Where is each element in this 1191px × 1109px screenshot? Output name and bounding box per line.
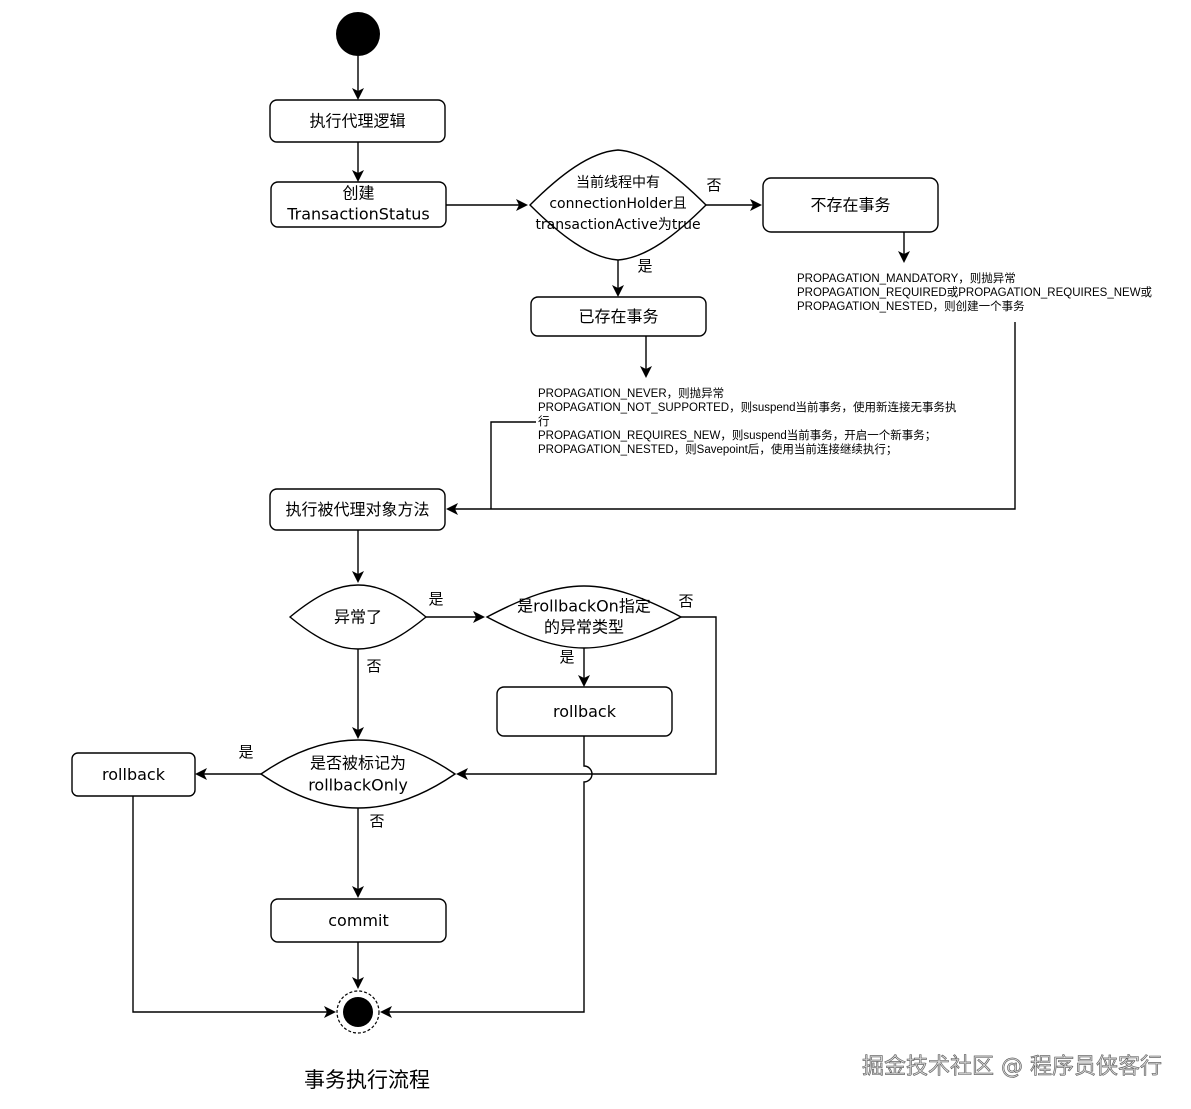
existing-check-label-line3: transactionActive为true	[535, 217, 700, 233]
edge-label-rollback-on-yes: 是	[559, 648, 574, 666]
rollback-right-node: rollback	[496, 686, 673, 737]
existing-check-label-line1: 当前线程中有	[576, 174, 660, 191]
edge-no-transaction-note-to-invoke	[446, 322, 1016, 515]
no-transaction-label: 不存在事务	[810, 196, 890, 215]
execute-proxy-logic-label: 执行代理逻辑	[309, 112, 405, 131]
rollback-left-node: rollback	[71, 752, 196, 797]
rollback-right-label: rollback	[553, 702, 617, 721]
exception-decision-label: 异常了	[334, 608, 382, 627]
commit-label: commit	[328, 911, 388, 930]
rollback-on-label-line2: 的异常类型	[544, 618, 624, 637]
rollback-on-decision: 是rollbackOn指定 的异常类型	[485, 585, 683, 649]
execute-proxy-logic-node: 执行代理逻辑	[269, 99, 446, 143]
edge-label-check-no: 否	[706, 176, 721, 194]
existing-transaction-note: PROPAGATION_NEVER，则抛异常 PROPAGATION_NOT_S…	[538, 386, 957, 456]
existing-transaction-node: 已存在事务	[530, 296, 707, 337]
no-transaction-note-line1: PROPAGATION_MANDATORY，则抛异常	[797, 271, 1016, 285]
edge-rollback-right-to-end	[380, 736, 593, 1018]
create-transaction-status-node: 创建 TransactionStatus	[270, 181, 447, 228]
edge-label-exception-yes: 是	[428, 590, 443, 608]
create-status-label-line2: TransactionStatus	[286, 205, 430, 224]
existing-note-line2: PROPAGATION_NOT_SUPPORTED，则suspend当前事务，使…	[538, 400, 957, 414]
no-transaction-node: 不存在事务	[762, 177, 939, 233]
edge-rollback-left-to-end	[132, 796, 336, 1018]
rollback-only-label-line1: 是否被标记为	[310, 754, 406, 773]
invoke-target-method-node: 执行被代理对象方法	[269, 488, 446, 531]
existing-transaction-decision: 当前线程中有 connectionHolder且 transactionActi…	[529, 149, 707, 261]
edge-label-check-yes: 是	[637, 257, 652, 275]
existing-note-line1: PROPAGATION_NEVER，则抛异常	[538, 386, 724, 400]
edge-label-rollback-on-no: 否	[678, 592, 693, 610]
existing-note-line4: PROPAGATION_REQUIRES_NEW，则suspend当前事务，开启…	[538, 428, 936, 442]
edge-label-exception-no: 否	[366, 657, 381, 675]
end-node	[336, 990, 380, 1034]
existing-check-label-line2: connectionHolder且	[549, 196, 686, 212]
exception-decision: 异常了	[288, 584, 428, 650]
no-transaction-note-line2: PROPAGATION_REQUIRED或PROPAGATION_REQUIRE…	[797, 286, 1153, 299]
edge-label-rollback-only-no: 否	[369, 812, 384, 830]
existing-transaction-label: 已存在事务	[578, 307, 658, 326]
rollback-only-label-line2: rollbackOnly	[308, 776, 408, 795]
existing-note-line3: 行	[538, 415, 550, 428]
invoke-target-method-label: 执行被代理对象方法	[285, 500, 429, 519]
no-transaction-note: PROPAGATION_MANDATORY，则抛异常 PROPAGATION_R…	[797, 271, 1153, 313]
edge-rollback-on-no	[456, 616, 717, 780]
rollback-on-label-line1: 是rollbackOn指定	[517, 597, 651, 616]
edge-existing-note-to-invoke	[490, 421, 536, 509]
no-transaction-note-line3: PROPAGATION_NESTED，则创建一个事务	[797, 299, 1025, 313]
commit-node: commit	[270, 898, 447, 943]
watermark: 掘金技术社区 @ 程序员侠客行	[862, 1055, 1162, 1080]
start-node	[336, 12, 380, 56]
rollback-only-decision: 是否被标记为 rollbackOnly	[259, 739, 457, 809]
existing-note-line5: PROPAGATION_NESTED，则Savepoint后，使用当前连接继续执…	[538, 442, 897, 456]
rollback-left-label: rollback	[102, 765, 166, 784]
diagram-caption: 事务执行流程	[304, 1068, 430, 1092]
create-status-label-line1: 创建	[342, 184, 374, 203]
edge-label-rollback-only-yes: 是	[238, 743, 253, 761]
